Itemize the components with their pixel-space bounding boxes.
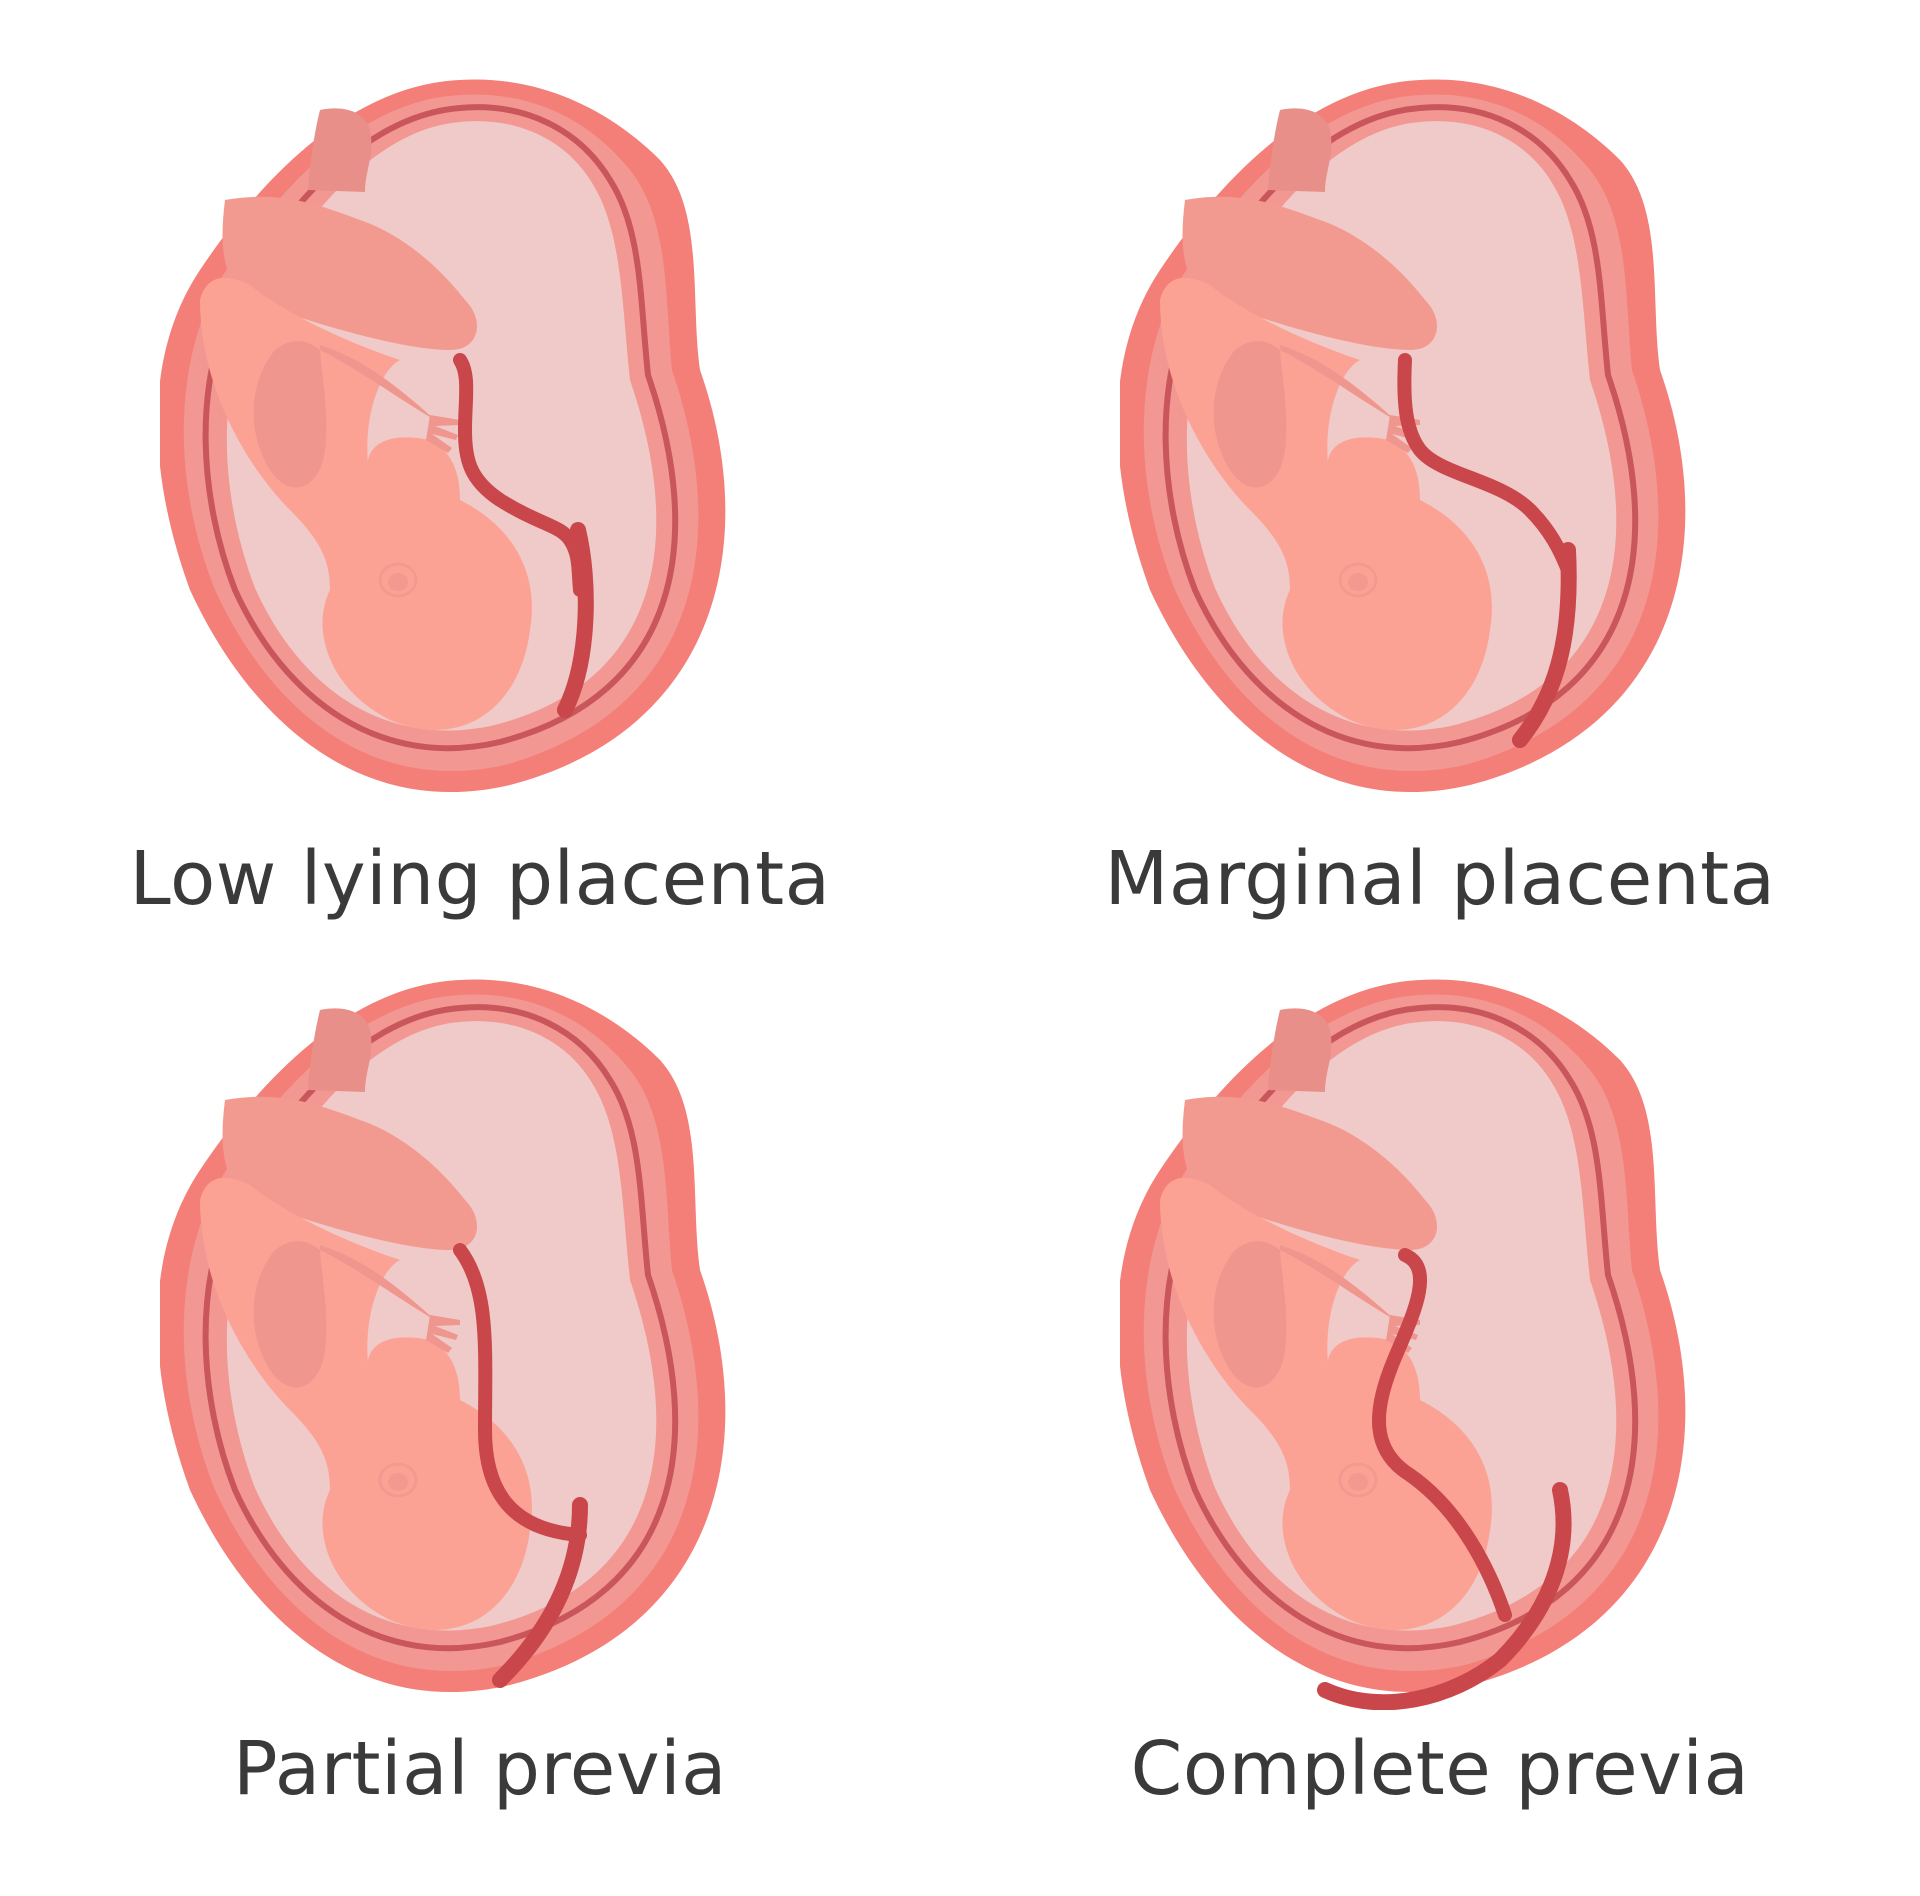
fetus-ear-inner	[1348, 1473, 1368, 1491]
uterus-base	[1120, 79, 1686, 793]
fetus-ear	[378, 1462, 418, 1498]
fetus	[1160, 1008, 1492, 1630]
caption-partial-previa: Partial previa	[232, 1726, 728, 1812]
fetus-ear-inner	[388, 1473, 408, 1491]
umbilical-cord	[1371, 1248, 1512, 1622]
fetus-arm	[1213, 1241, 1395, 1388]
fetus-arm	[253, 341, 435, 488]
panel-partial-previa: Partial previa	[0, 900, 960, 1848]
caption-complete-previa: Complete previa	[1130, 1726, 1750, 1812]
fetus-arm	[253, 1241, 435, 1388]
fetus-arm	[1213, 341, 1395, 488]
uterus-illustration-partial	[160, 979, 726, 1693]
fetus	[200, 1008, 532, 1630]
fetus-foot	[1268, 1008, 1332, 1092]
fetus	[200, 108, 532, 730]
uterus-illustration-marginal	[1120, 79, 1686, 793]
fetus-foot	[308, 1008, 372, 1092]
fetus-foot	[308, 108, 372, 192]
caption-low-lying-placenta: Low lying placenta	[129, 836, 831, 922]
fetus-ear	[1338, 1462, 1378, 1498]
placenta	[1317, 1482, 1572, 1710]
panel-low-lying-placenta: Low lying placenta	[0, 0, 960, 948]
panel-complete-previa: Complete previa	[960, 900, 1920, 1848]
umbilical-cord	[1397, 353, 1575, 577]
fetus-ear-inner	[388, 573, 408, 591]
fetus-foot	[1268, 108, 1332, 192]
fetus-ear	[1338, 562, 1378, 598]
placenta	[492, 1497, 588, 1688]
uterus-base	[160, 79, 726, 793]
uterus-illustration-complete	[1120, 979, 1686, 1710]
umbilical-cord	[453, 1243, 587, 1542]
panel-marginal-placenta: Marginal placenta	[960, 0, 1920, 948]
fetus	[1160, 108, 1492, 730]
placenta	[1512, 542, 1577, 748]
fetus-ear	[378, 562, 418, 598]
fetus-ear-inner	[1348, 573, 1368, 591]
fetus-hand	[426, 1315, 460, 1353]
uterus-base	[160, 979, 726, 1693]
uterus-illustration-low-lying	[160, 79, 726, 793]
placenta	[557, 522, 594, 718]
fetus-hand	[426, 415, 460, 453]
caption-marginal-placenta: Marginal placenta	[1104, 836, 1776, 922]
